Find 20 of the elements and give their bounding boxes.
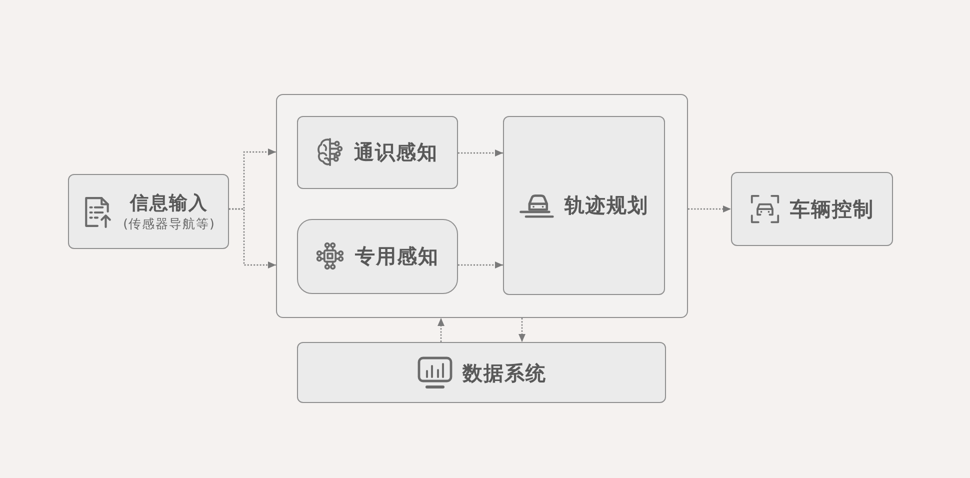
- node-label: 通识感知: [354, 140, 438, 164]
- process-box: [731, 172, 893, 246]
- node-label: 轨迹规划: [564, 193, 648, 217]
- process-box: [297, 342, 666, 403]
- process-box: [296, 218, 458, 294]
- arrow: [458, 262, 503, 268]
- node-sublabel: (传感器导航等): [123, 216, 215, 231]
- process-box: [296, 116, 458, 188]
- arrow: [518, 318, 526, 342]
- group-box: [276, 94, 688, 318]
- arrow: [458, 150, 503, 156]
- arrow: [688, 206, 731, 212]
- node-label: 信息输入: [130, 192, 208, 216]
- node-label: 数据系统: [462, 360, 546, 384]
- node-label: 车辆控制: [790, 197, 874, 221]
- node-label: 专用感知: [355, 244, 439, 268]
- arrow: [229, 208, 276, 268]
- process-box: [68, 174, 229, 249]
- process-box: [502, 116, 664, 294]
- arrow: [438, 318, 444, 342]
